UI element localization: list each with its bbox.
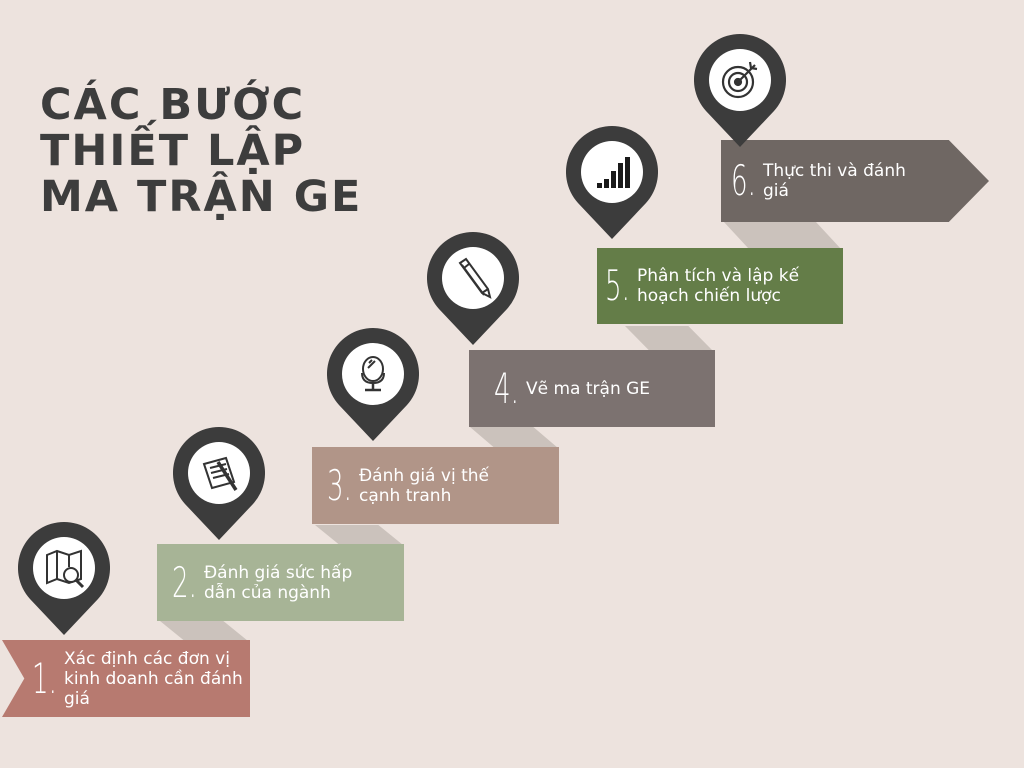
step-2-stair-shadow	[315, 525, 403, 545]
step-5-number: 5.	[605, 261, 630, 310]
step-3-block: 3. Đánh giá vị thế cạnh tranh	[312, 447, 559, 524]
step-3-pin	[327, 328, 419, 448]
page-title: CÁC BƯỚC THIẾT LẬP MA TRẬN GE	[40, 82, 362, 220]
step-1-label: Xác định các đơn vị kinh doanh cần đánh …	[64, 648, 243, 709]
step-6-number: 6.	[731, 156, 756, 205]
step-4-label: Vẽ ma trận GE	[526, 378, 651, 399]
step-2-number: 2.	[172, 557, 197, 607]
step-5-stair-shadow	[723, 221, 841, 249]
step-5-label: Phân tích và lập kế hoạch chiến lược	[637, 266, 800, 306]
step-5-pin	[566, 126, 658, 246]
step-4-stair-shadow	[625, 326, 713, 351]
step-6-label: Thực thi và đánh giá	[763, 161, 906, 201]
step-1-number: 1.	[32, 653, 57, 703]
pencil-icon	[458, 257, 492, 299]
title-line-2: THIẾT LẬP	[40, 126, 306, 176]
step-1-stair-shadow	[160, 621, 248, 641]
mirror-icon	[361, 356, 385, 392]
step-3-label: Đánh giá vị thế cạnh tranh	[359, 465, 489, 506]
step-3-number: 3.	[327, 460, 352, 510]
bar-chart-icon	[597, 157, 630, 188]
notepad-pen-icon	[202, 456, 238, 491]
step-6-block: 6. Thực thi và đánh giá	[721, 140, 989, 222]
step-3-stair-shadow	[470, 427, 558, 448]
title-line-1: CÁC BƯỚC	[40, 80, 306, 130]
step-1-block: 1. Xác định các đơn vị kinh doanh cần đá…	[2, 640, 250, 717]
step-4-pin	[427, 232, 519, 352]
step-2-pin	[173, 427, 265, 547]
target-icon	[721, 61, 758, 99]
step-4-block: 4. Vẽ ma trận GE	[469, 350, 715, 427]
step-1-pin	[18, 522, 110, 642]
title-line-3: MA TRẬN GE	[40, 172, 363, 222]
step-6-pin	[694, 34, 786, 154]
step-4-number: 4.	[494, 363, 519, 413]
step-2-label: Đánh giá sức hấp dẫn của ngành	[204, 562, 353, 603]
step-2-block: 2. Đánh giá sức hấp dẫn của ngành	[157, 544, 404, 621]
step-5-block: 5. Phân tích và lập kế hoạch chiến lược	[597, 248, 843, 324]
map-search-icon	[46, 549, 85, 589]
